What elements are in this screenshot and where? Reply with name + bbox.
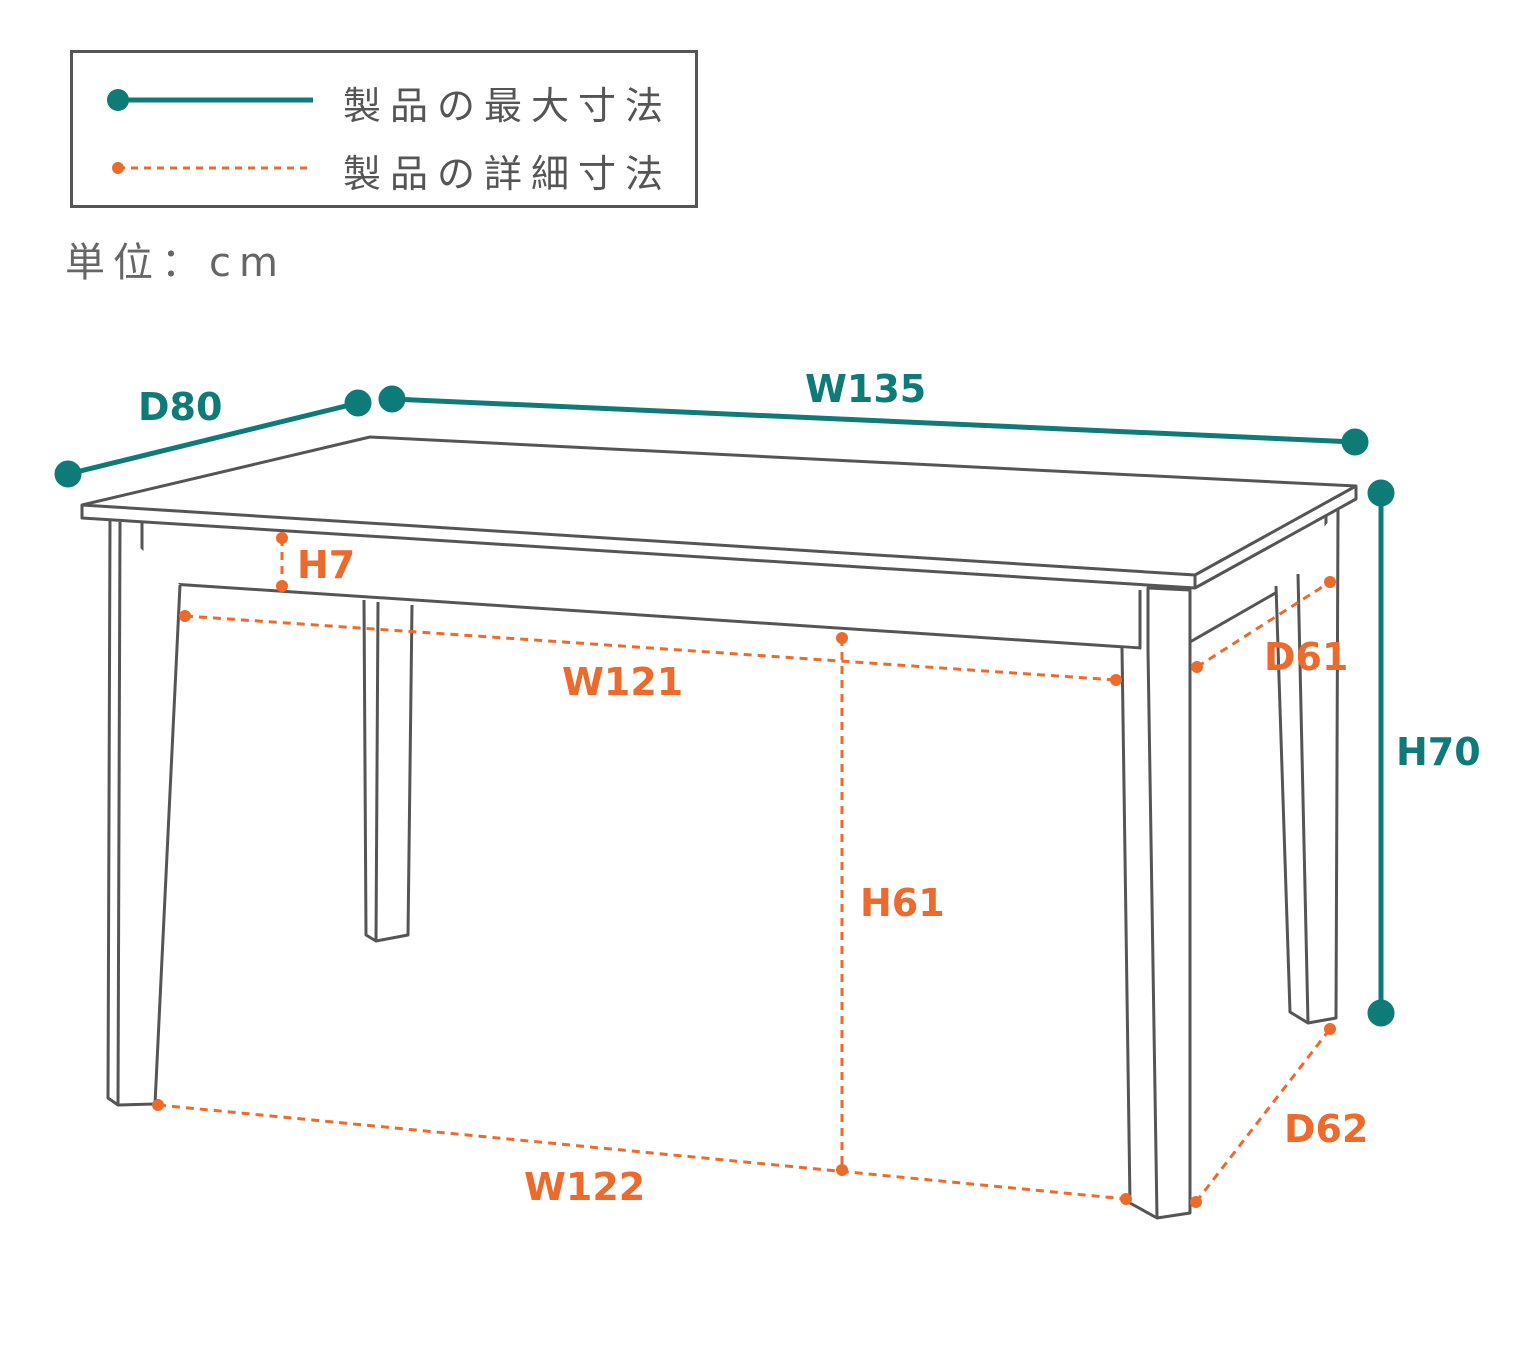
- depth-max-label: D80: [138, 385, 222, 429]
- height-max-dot-start: [1367, 479, 1395, 507]
- legend-max-dot: [107, 89, 129, 111]
- inner-width-top-line: [184, 614, 1117, 682]
- inner-width-bottom-label: W122: [524, 1165, 645, 1209]
- leg-back-left: [362, 599, 414, 943]
- height-max-label: H70: [1396, 730, 1481, 774]
- width-max-label: W135: [805, 367, 926, 411]
- unit-label: 単位：cm: [65, 240, 286, 286]
- depth-max-line: [67, 400, 359, 477]
- max-dimension-lines: [54, 385, 1395, 1027]
- width-max-dot-start: [378, 385, 406, 413]
- legend-box: 製品の最大寸法 製品の詳細寸法: [70, 50, 698, 208]
- depth-max-dot-end: [344, 389, 372, 417]
- inner-depth-bottom-line: [1194, 1028, 1332, 1203]
- inner-depth-top-line: [1196, 580, 1331, 669]
- width-max-dot-end: [1341, 428, 1369, 456]
- legend-max-label: 製品の最大寸法: [343, 84, 673, 128]
- leg-back-left-edge: [374, 601, 380, 942]
- leg-back-right-edge: [1296, 573, 1310, 1024]
- detail-dimension-lines: [157, 538, 1332, 1203]
- legend-detail-dot: [112, 162, 124, 174]
- leg-front-right-edge: [1146, 649, 1159, 1219]
- legend-swatches: [107, 89, 313, 174]
- table-outline: [80, 435, 1358, 1220]
- leg-front-left-edge: [116, 521, 122, 1106]
- leg-height-label: H61: [860, 881, 945, 925]
- tabletop-surface: [80, 435, 1358, 577]
- depth-max-dot-start: [54, 460, 82, 488]
- inner-width-top-label: W121: [562, 660, 683, 704]
- height-max-dot-end: [1367, 999, 1395, 1027]
- legend-detail-label: 製品の詳細寸法: [343, 152, 673, 196]
- width-max-line: [391, 396, 1356, 445]
- apron-height-label: H7: [297, 543, 355, 587]
- inner-depth-bottom-label: D62: [1284, 1107, 1368, 1151]
- inner-depth-top-label: D61: [1264, 635, 1348, 679]
- detail-dimension-dots: [152, 532, 1336, 1208]
